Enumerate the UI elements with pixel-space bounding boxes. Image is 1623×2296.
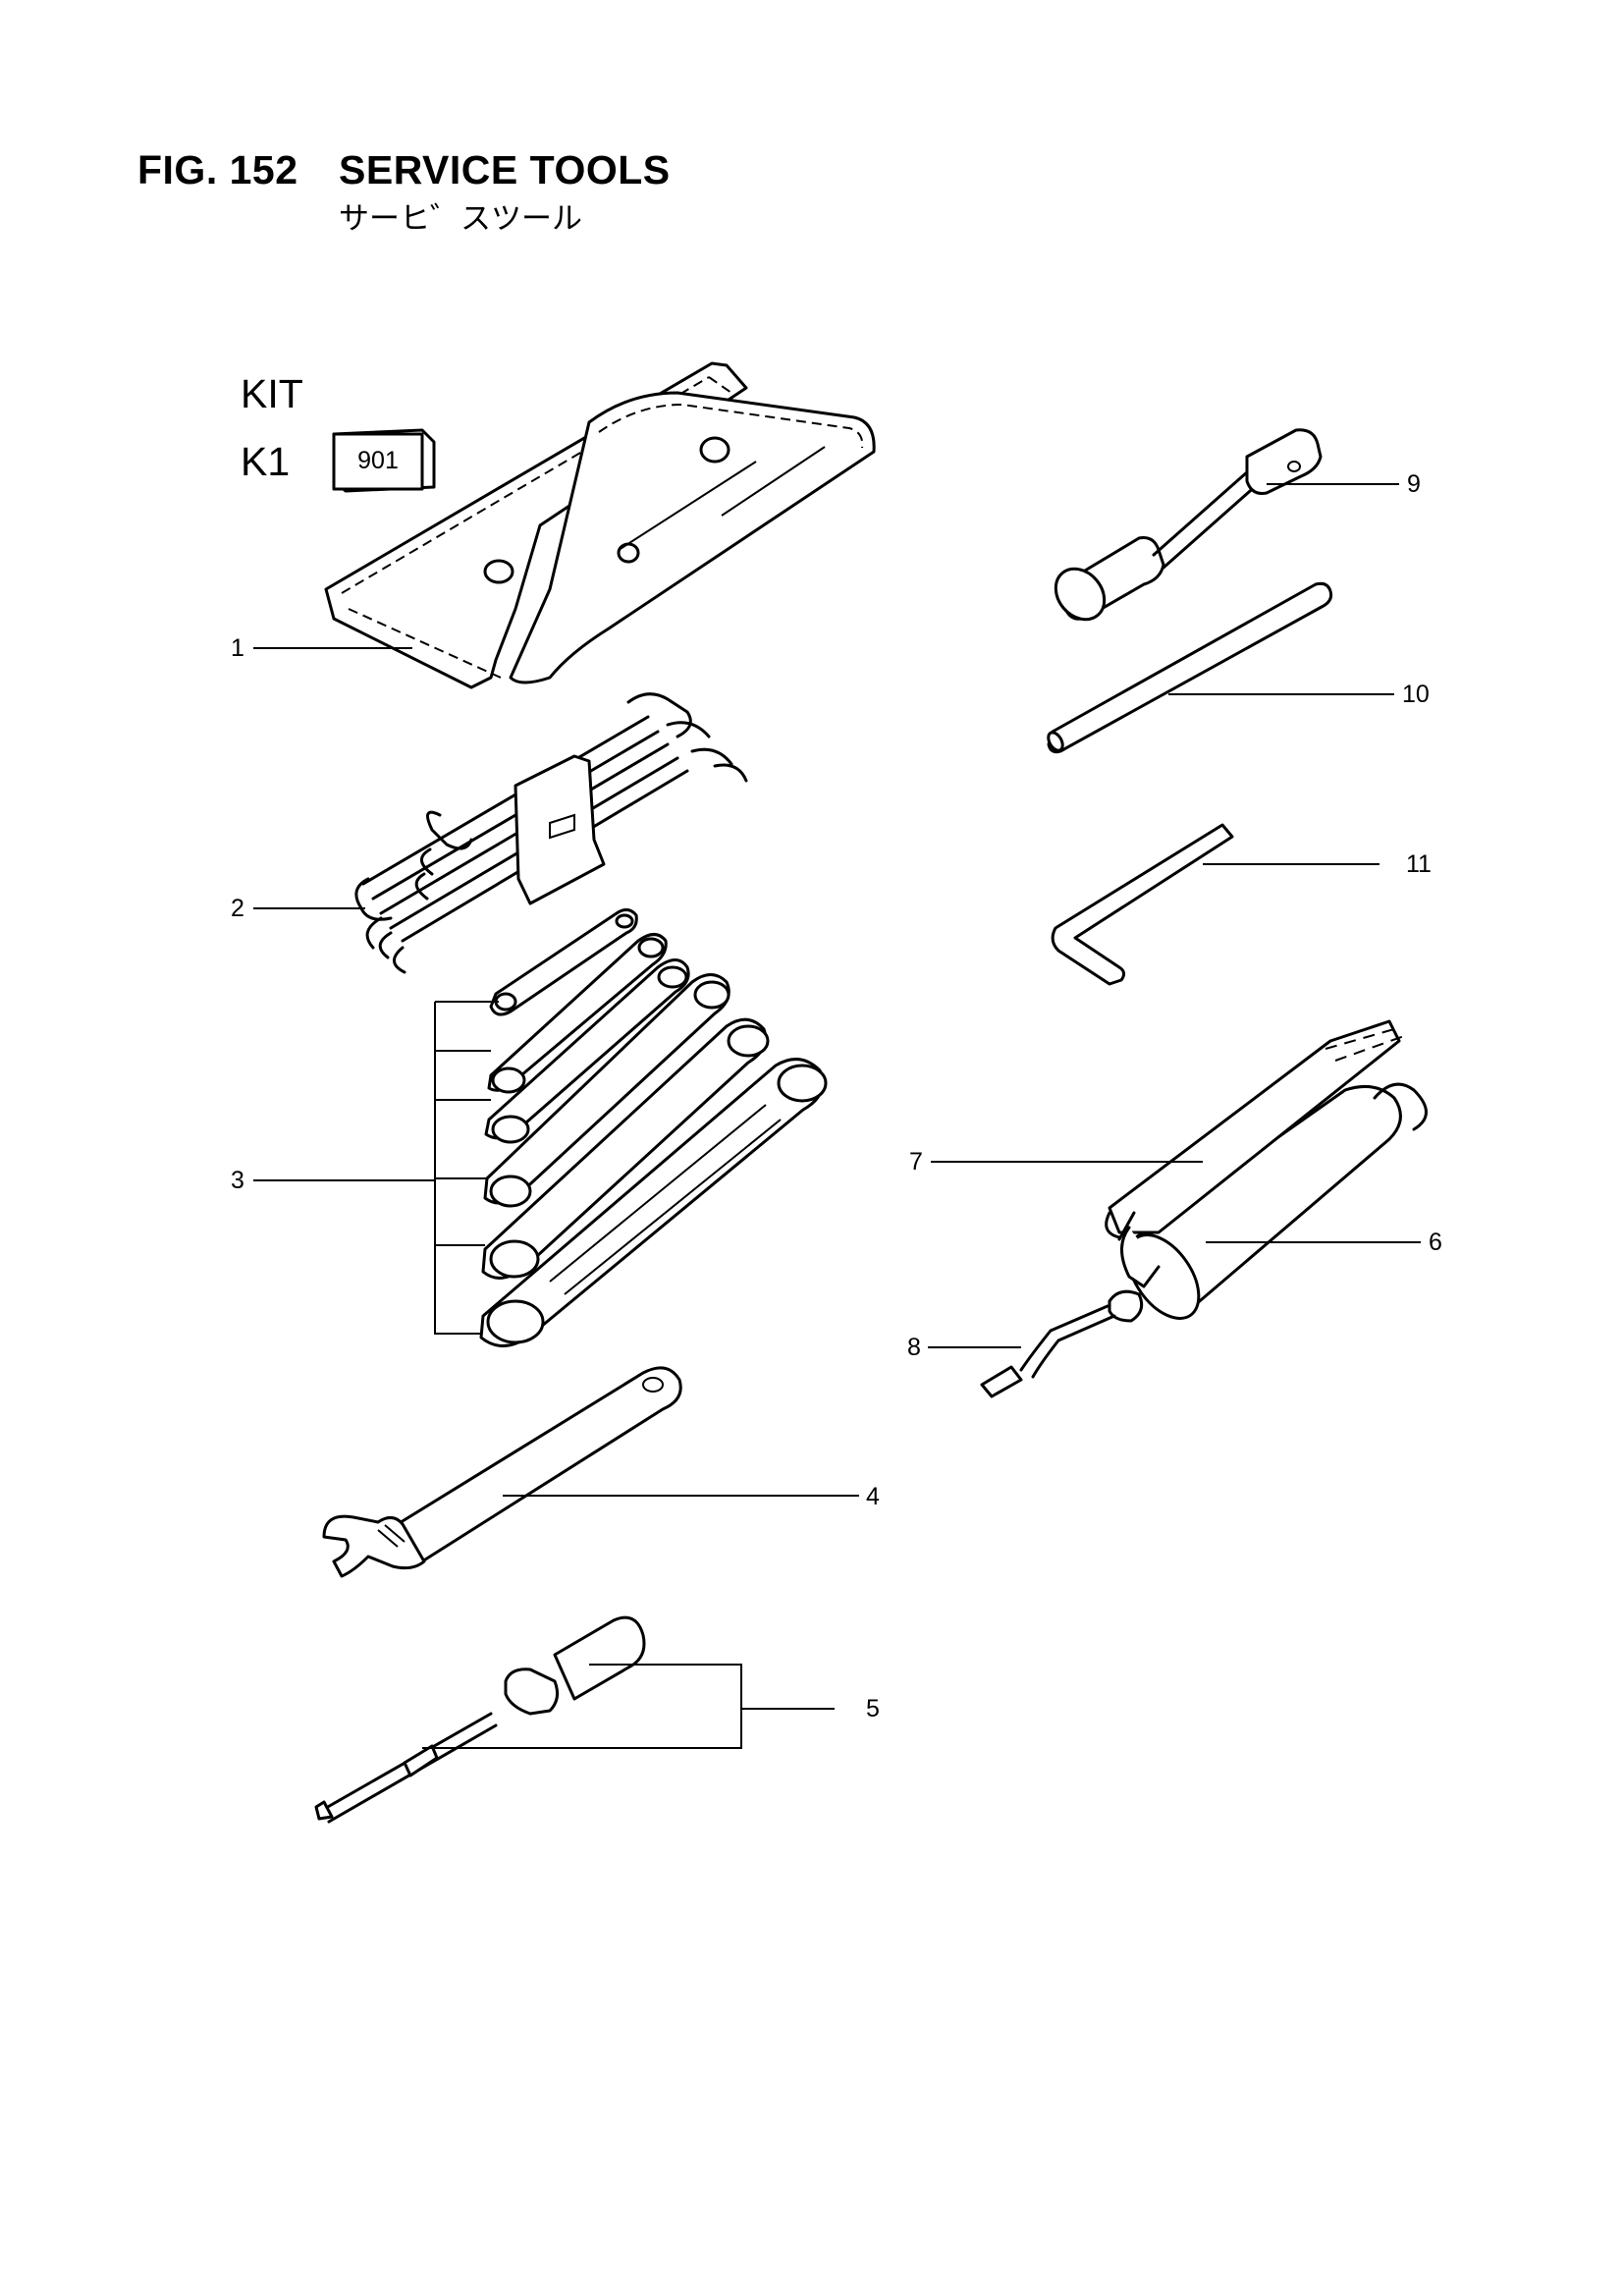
callout-1: 1 [231, 634, 244, 662]
callout-6: 6 [1429, 1229, 1442, 1256]
leader-lines [253, 483, 1421, 1749]
callout-11: 11 [1406, 850, 1432, 878]
kit-code: K1 [241, 439, 291, 484]
box-wrenches-drawing [479, 908, 828, 1347]
hex-key-drawing [1051, 823, 1234, 986]
page-title: FIG. 152 SERVICE TOOLS [137, 147, 671, 193]
callout-10: 10 [1402, 681, 1430, 708]
figure-subtitle: サーヒ゛スツール [339, 201, 582, 237]
figure-number: FIG. 152 [137, 147, 298, 192]
screwdriver-drawing [314, 1615, 646, 1824]
figure-title: SERVICE TOOLS [339, 147, 671, 192]
socket-wrench-drawing [1054, 428, 1323, 622]
callout-4: 4 [866, 1483, 880, 1510]
adjustable-wrench-drawing [322, 1366, 682, 1578]
kit-number: 901 [357, 447, 399, 474]
callout-9: 9 [1407, 470, 1421, 498]
kit-number-box: 901 [332, 428, 436, 493]
callout-3: 3 [231, 1167, 244, 1194]
callout-7: 7 [909, 1148, 923, 1175]
callout-2: 2 [231, 895, 244, 922]
kit-label: KIT [241, 371, 303, 416]
grease-gun-drawing [980, 1019, 1428, 1398]
callout-8: 8 [907, 1334, 921, 1361]
wrench-set-drawing [354, 692, 748, 974]
tool-bag-drawing [324, 361, 876, 689]
callout-5: 5 [866, 1695, 880, 1722]
tommy-bar-drawing [1047, 581, 1333, 754]
